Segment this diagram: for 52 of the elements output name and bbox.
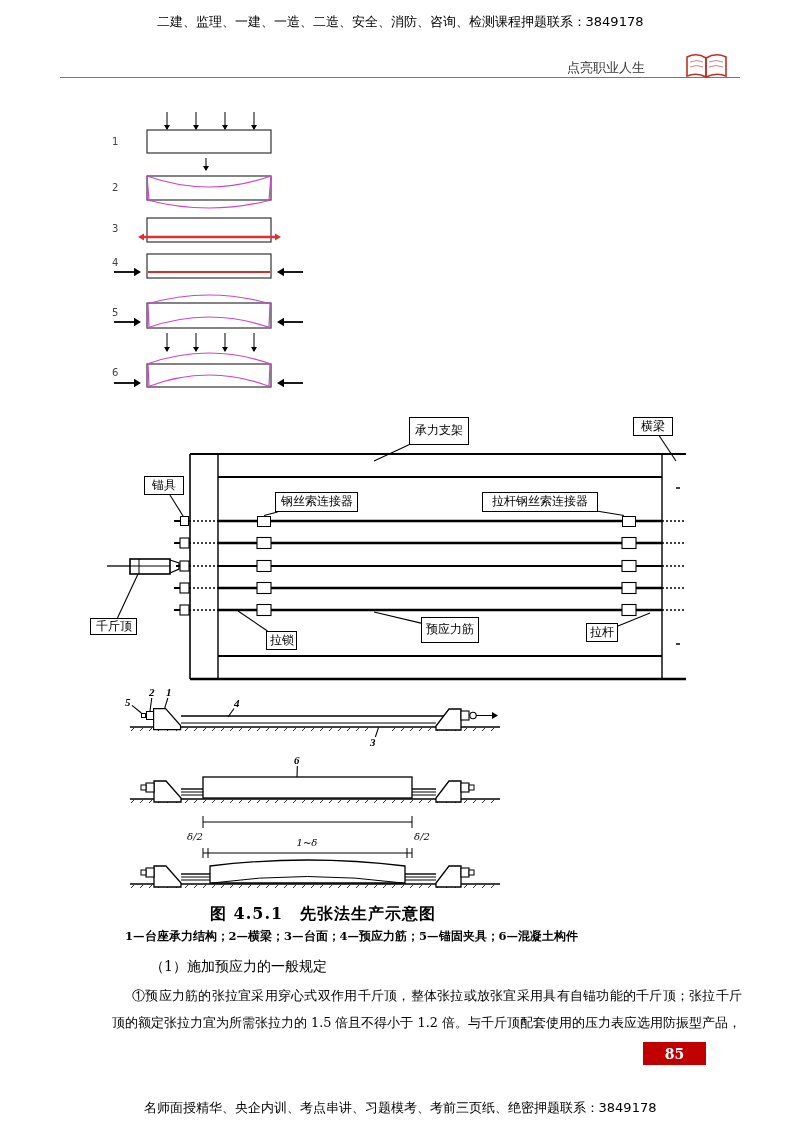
step-number: 1 <box>112 137 119 147</box>
step-number: 3 <box>112 224 119 234</box>
leader-line <box>373 611 422 624</box>
callout-number: 3 <box>370 737 377 748</box>
callout-label: 承力支架 <box>409 417 469 445</box>
leader-line <box>169 494 184 517</box>
leader-line <box>131 704 142 714</box>
section-heading: （1）施加预应力的一般规定 <box>150 959 327 973</box>
dimension-label: δ/2 <box>187 832 203 842</box>
callout-number: 2 <box>149 687 156 698</box>
header-text: 二建、监理、一建、一造、二造、安全、消防、咨询、检测课程押题联系：3849178 <box>156 15 644 28</box>
callout-label: 千斤顶 <box>90 618 137 635</box>
abutment-block <box>153 708 182 731</box>
connector-block <box>622 515 636 527</box>
leader-line <box>597 510 625 517</box>
callout-label: 横梁 <box>633 417 673 436</box>
callout-number: 1 <box>166 687 173 698</box>
step-number: 5 <box>112 308 119 318</box>
connector-block <box>257 515 271 527</box>
clamp-block <box>141 713 146 718</box>
leader-line <box>617 612 651 627</box>
leader-line <box>227 707 235 718</box>
leader-line <box>116 573 139 619</box>
figure-caption: 图 4.5.1 先张法生产示意图 <box>210 906 437 922</box>
step-number: 6 <box>112 368 119 378</box>
step-number: 2 <box>112 183 119 193</box>
body-paragraph: ①预应力筋的张拉宜采用穿心式双作用千斤顶，整体张拉或放张宜采用具有自锚功能的千斤顶；张拉千斤顶的额定张拉力宜为所需张拉力的 1.5 倍且不得小于 1.2 倍。与千斤顶配套使用的压力表应选用防振型产品， <box>112 987 742 1032</box>
leader-line <box>164 697 169 709</box>
callout-label: 锚具 <box>144 476 184 495</box>
footer-text: 名师面授精华、央企内训、考点串讲、习题模考、考前三页纸、绝密押题联系：3849178 <box>143 1101 657 1114</box>
callout-number: 6 <box>294 755 301 766</box>
leader-line <box>296 765 298 778</box>
leader-line <box>658 435 677 462</box>
callout-label: 钢丝索连接器 <box>275 492 358 512</box>
leader-line <box>149 697 153 712</box>
leader-line <box>237 610 269 632</box>
callout-label: 拉锁 <box>266 631 297 650</box>
figure-key: 1—台座承力结构；2—横梁；3—台面；4—预应力筋；5—锚固夹具；6—混凝土构件 <box>125 931 578 943</box>
page-number: 85 <box>643 1042 706 1065</box>
callout-label: 拉杆钢丝索连接器 <box>482 492 598 512</box>
step-number: 4 <box>112 258 119 268</box>
callout-number: 4 <box>234 698 241 709</box>
callout-number: 5 <box>125 697 132 708</box>
dimension-label: δ/2 <box>414 832 430 842</box>
callout-label: 拉杆 <box>586 623 618 642</box>
leader-line <box>374 727 380 738</box>
leader-line <box>373 444 410 462</box>
slogan-text: 点亮职业人生 <box>567 61 645 74</box>
anchor-block <box>180 516 189 526</box>
leader-line <box>263 511 279 517</box>
dimension-label: 1~δ <box>296 838 318 848</box>
callout-label: 预应力筋 <box>421 617 479 643</box>
